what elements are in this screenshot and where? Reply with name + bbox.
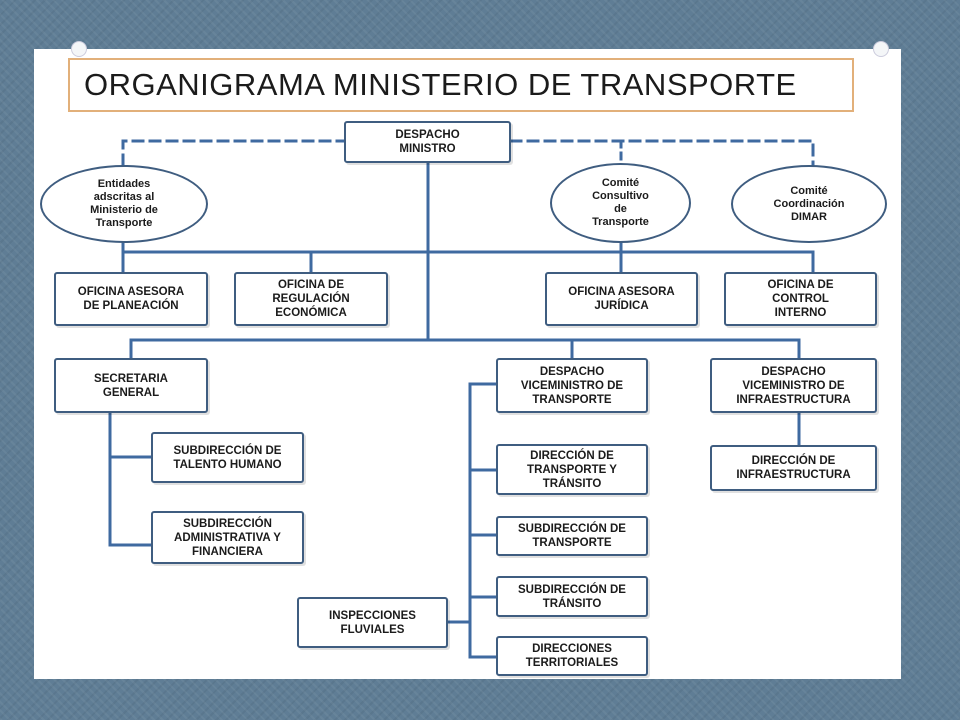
subdireccion-transito-box: SUBDIRECCIÓN DE TRÁNSITO [496,576,648,617]
entidades-adscritas-ellipse: Entidades adscritas al Ministerio de Tra… [40,165,208,243]
subdireccion-transporte-box: SUBDIRECCIÓN DE TRANSPORTE [496,516,648,556]
direccion-transporte-transito-box: DIRECCIÓN DE TRANSPORTE Y TRÁNSITO [496,444,648,495]
viceministro-infraestructura-box: DESPACHO VICEMINISTRO DE INFRAESTRUCTURA [710,358,877,413]
comite-consultivo-ellipse: Comité Consultivo de Transporte [550,163,691,243]
viceministro-transporte-box: DESPACHO VICEMINISTRO DE TRANSPORTE [496,358,648,413]
page-title: ORGANIGRAMA MINISTERIO DE TRANSPORTE [84,67,797,102]
advisory-dashed-line-right [509,139,815,167]
subdireccion-administrativa-box: SUBDIRECCIÓN ADMINISTRATIVA Y FINANCIERA [151,511,304,564]
despacho-ministro-box: DESPACHO MINISTRO [344,121,511,163]
direcciones-territoriales-box: DIRECCIONES TERRITORIALES [496,636,648,676]
oficina-juridica-box: OFICINA ASESORA JURÍDICA [545,272,698,326]
comite-dimar-ellipse: Comité Coordinación DIMAR [731,165,887,243]
advisory-dashed-line [121,139,346,167]
direccion-infraestructura-box: DIRECCIÓN DE INFRAESTRUCTURA [710,445,877,491]
title-box: ORGANIGRAMA MINISTERIO DE TRANSPORTE [68,58,854,112]
connector-lines [108,139,815,659]
subdireccion-talento-box: SUBDIRECCIÓN DE TALENTO HUMANO [151,432,304,483]
inspecciones-fluviales-box: INSPECCIONES FLUVIALES [297,597,448,648]
secretaria-general-box: SECRETARIA GENERAL [54,358,208,413]
oficina-planeacion-box: OFICINA ASESORA DE PLANEACIÓN [54,272,208,326]
oficina-regulacion-box: OFICINA DE REGULACIÓN ECONÓMICA [234,272,388,326]
oficina-control-box: OFICINA DE CONTROL INTERNO [724,272,877,326]
slide-corner-dot-left [71,41,87,57]
slide-corner-dot-right [873,41,889,57]
